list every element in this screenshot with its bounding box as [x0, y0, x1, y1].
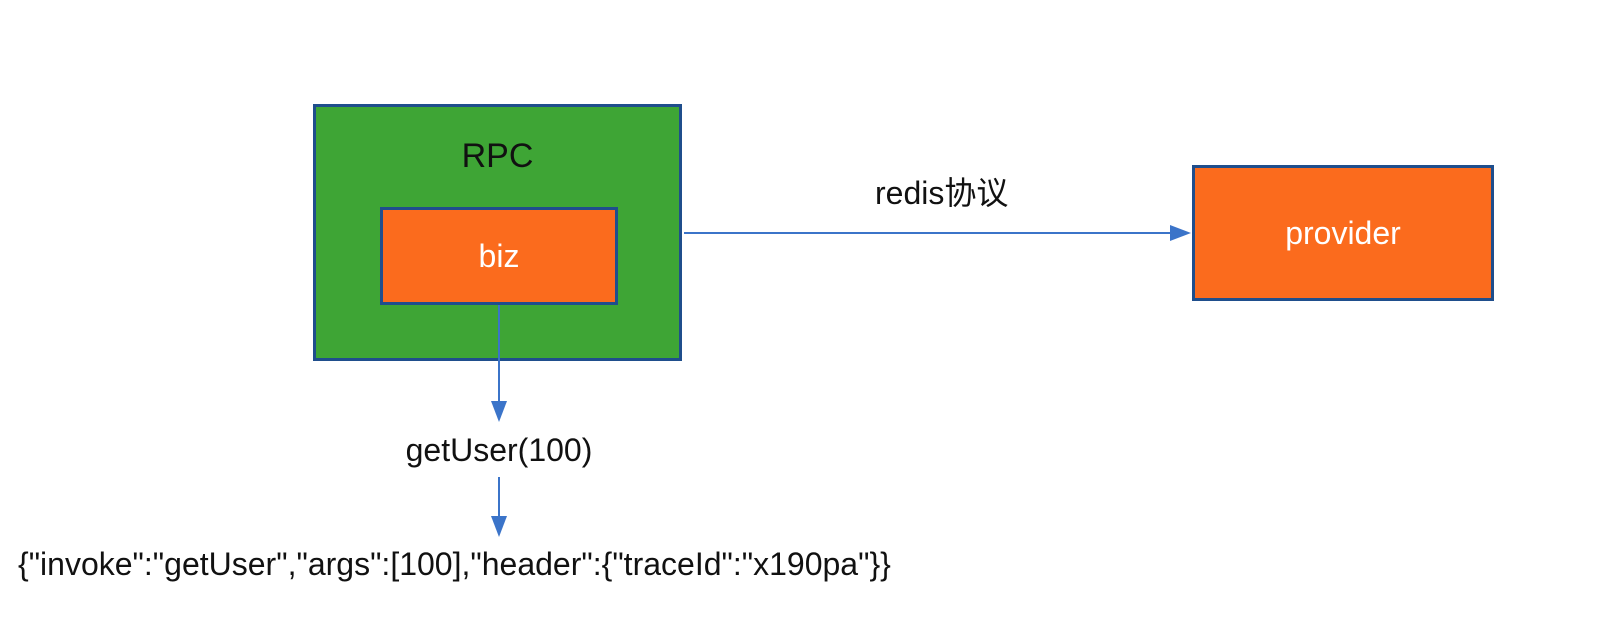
rpc-box: RPC biz [313, 104, 682, 361]
redis-protocol-label: redis协议 [875, 175, 1009, 211]
biz-box-label: biz [478, 237, 520, 274]
down-arrowhead-icon [491, 401, 507, 422]
provider-box-label: provider [1285, 214, 1401, 251]
biz-box: biz [380, 207, 618, 305]
rpc-to-provider-arrow [684, 225, 1191, 241]
right-arrowhead-icon [1170, 225, 1191, 241]
serialized-payload-text: {"invoke":"getUser","args":[100],"header… [18, 546, 891, 582]
getuser-call-label: getUser(100) [405, 432, 593, 468]
provider-box: provider [1192, 165, 1494, 301]
rpc-box-label: RPC [461, 137, 534, 175]
getuser-to-payload-arrow [491, 477, 507, 537]
down-arrowhead-icon [491, 516, 507, 537]
